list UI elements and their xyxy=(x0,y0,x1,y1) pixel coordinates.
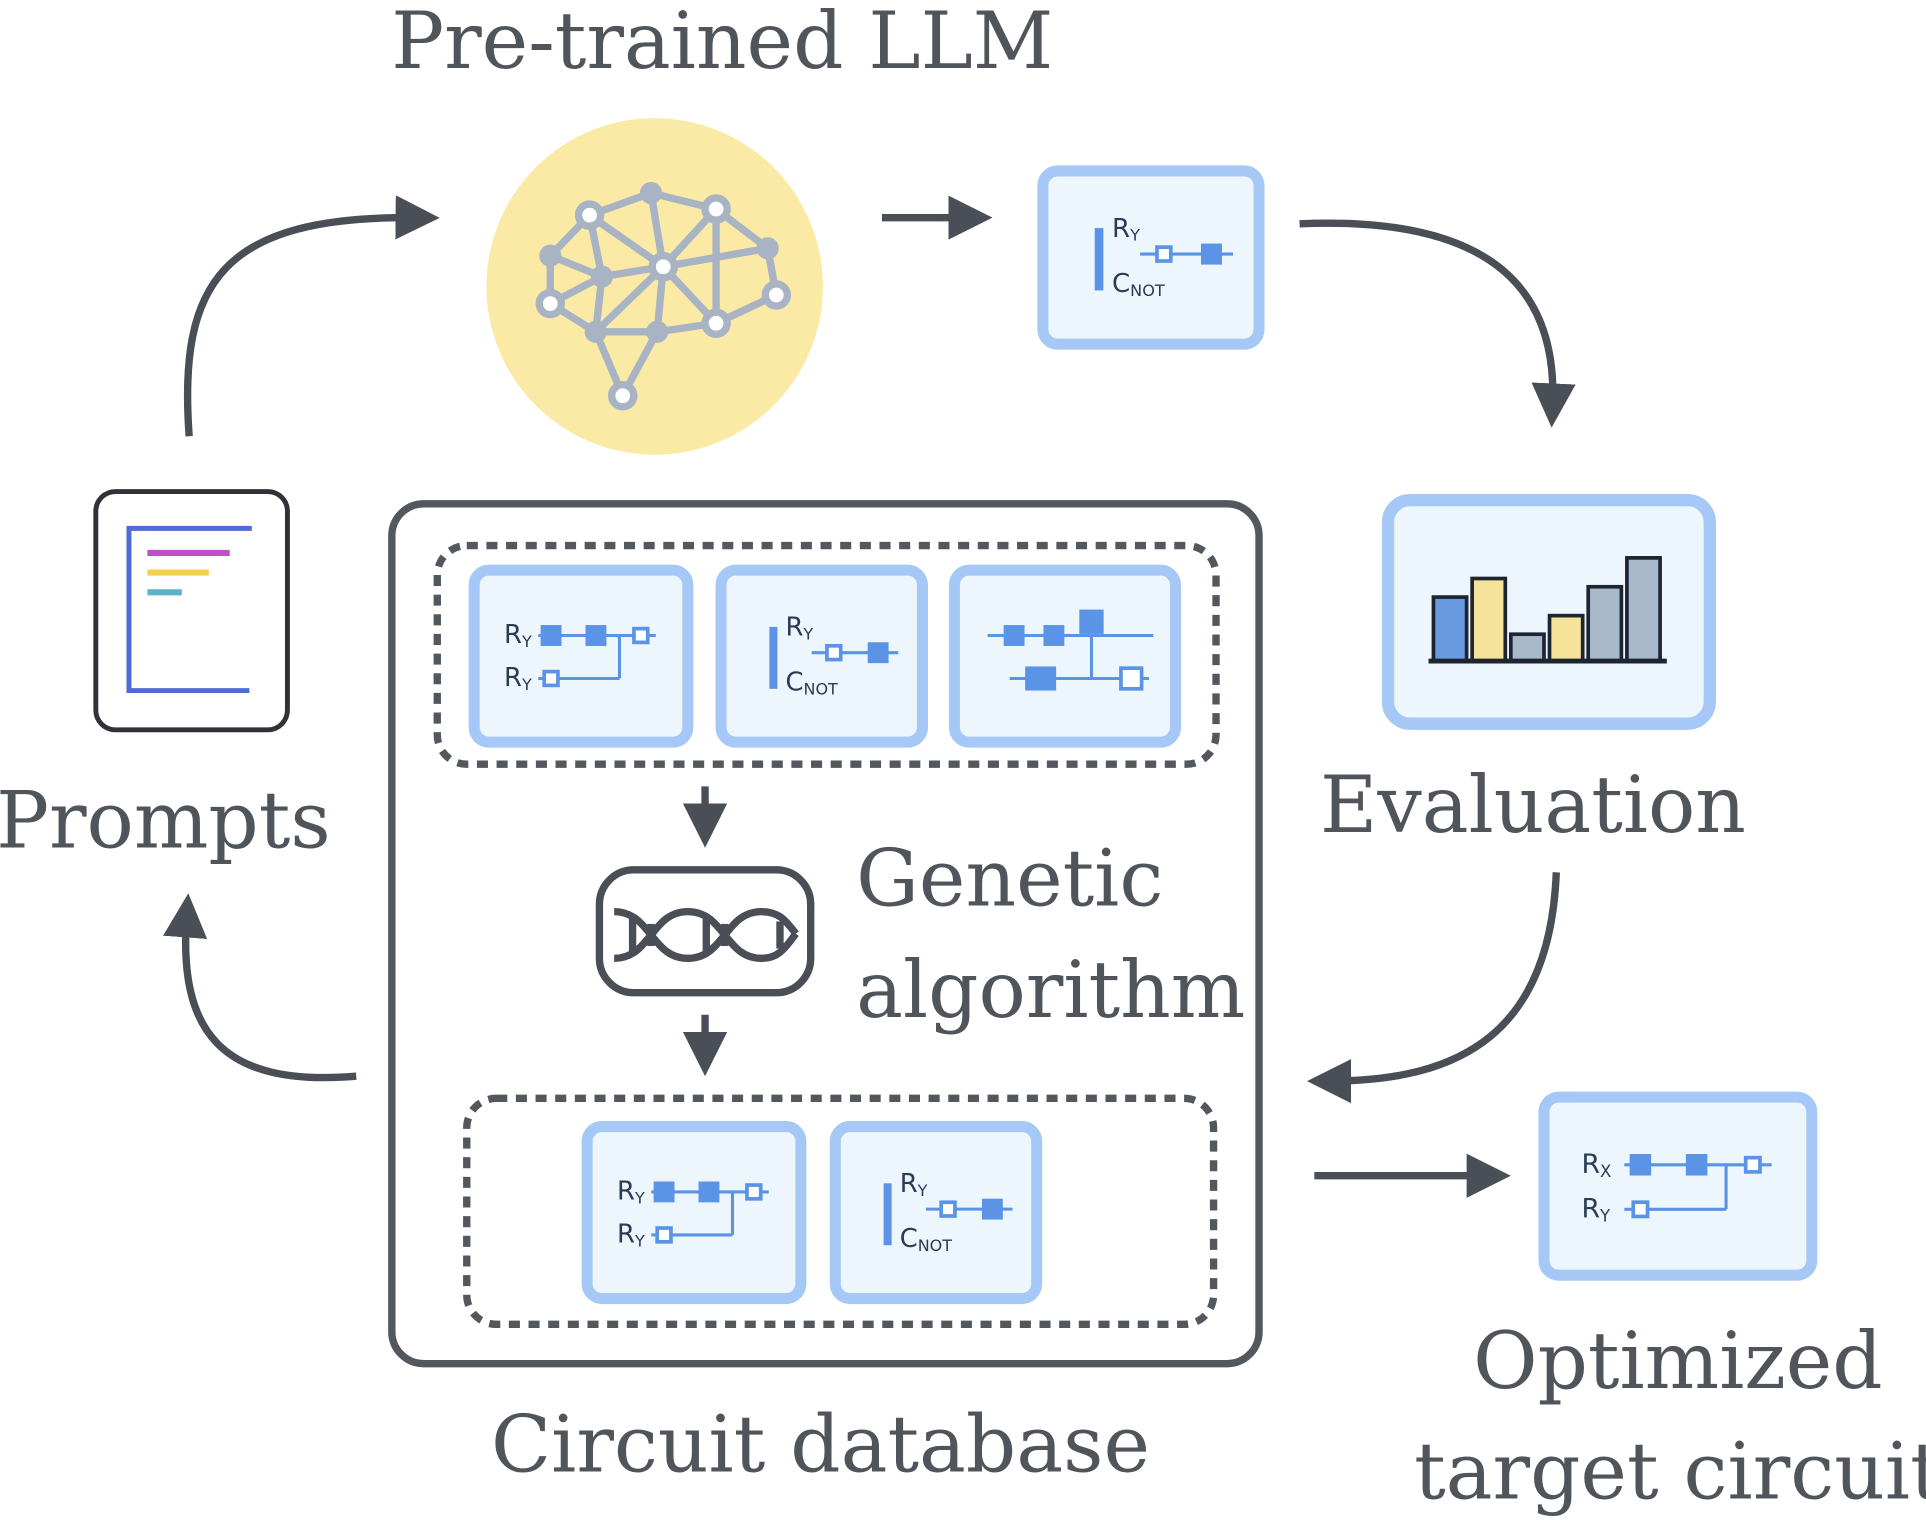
brain-node xyxy=(574,200,605,230)
gate-block xyxy=(698,1181,720,1203)
optimized-label-line2: target circuit xyxy=(1414,1426,1926,1518)
gate-placeholder xyxy=(632,626,650,645)
evaluation-bar xyxy=(1431,595,1469,663)
brain-node xyxy=(701,308,731,339)
gate-block xyxy=(540,625,562,646)
gate-block xyxy=(653,1181,675,1203)
brain-node xyxy=(608,380,638,411)
gate-label: RY xyxy=(617,1220,645,1251)
genetic-label-line2: algorithm xyxy=(856,944,1245,1036)
gate-label: CNOT xyxy=(1112,269,1165,300)
gate-block xyxy=(1043,625,1065,646)
gate-label: RY xyxy=(785,613,813,644)
brain-node xyxy=(701,194,731,224)
arrow-prompts-to-llm xyxy=(183,195,440,437)
gate-block xyxy=(1685,1154,1708,1176)
control-bar xyxy=(883,1183,892,1246)
gate-placeholder xyxy=(745,1183,763,1201)
gate-label: RY xyxy=(617,1177,645,1208)
gate-placeholder xyxy=(1743,1155,1762,1174)
evaluation-bar xyxy=(1625,556,1662,663)
gate-label: RY xyxy=(504,620,532,651)
bar-chart-icon xyxy=(1381,493,1716,730)
arrow-circuit-to-evaluation xyxy=(1299,219,1576,428)
gate-placeholder xyxy=(655,1226,673,1244)
gate-placeholder xyxy=(939,1200,957,1218)
population-circuit-2: RY CNOT xyxy=(715,564,928,748)
gate-block xyxy=(981,1198,1003,1220)
llm-output-circuit: RY CNOT xyxy=(1037,165,1265,350)
selected-group xyxy=(463,1094,1218,1329)
gate-placeholder xyxy=(1631,1200,1650,1219)
brain-node xyxy=(590,265,613,288)
gate-block xyxy=(585,625,607,646)
gate-block xyxy=(1079,609,1104,634)
selected-circuit-2: RY CNOT xyxy=(829,1121,1043,1305)
genetic-label-line1: Genetic xyxy=(856,832,1163,924)
gate-label: RY xyxy=(1581,1193,1611,1225)
brain-node xyxy=(761,280,792,310)
evaluation-bar xyxy=(1470,576,1508,663)
evaluation-bar xyxy=(1547,613,1585,663)
gate-label: RY xyxy=(1112,214,1140,245)
llm-label: Pre-trained LLM xyxy=(391,0,1053,87)
optimized-label-line1: Optimized xyxy=(1473,1315,1882,1407)
document-icon xyxy=(93,489,290,733)
population-group xyxy=(433,541,1220,768)
brain-node xyxy=(535,288,566,319)
gate-label: RX xyxy=(1581,1149,1611,1181)
brain-node xyxy=(648,252,679,282)
arrow-database-to-prompts xyxy=(163,893,357,1082)
dna-icon xyxy=(595,866,815,997)
prompts-label: Prompts xyxy=(0,775,331,867)
gate-placeholder xyxy=(1119,666,1144,691)
gate-block xyxy=(1629,1154,1652,1176)
gate-placeholder xyxy=(1155,245,1173,263)
selected-circuit-1: RY RY xyxy=(581,1121,807,1305)
flow-arrows xyxy=(163,195,1576,1198)
circuit-database-container xyxy=(388,500,1263,1368)
control-bar xyxy=(1094,228,1104,291)
population-circuit-3 xyxy=(948,564,1182,748)
arrow-evaluation-to-database xyxy=(1306,872,1560,1104)
evaluation-bar xyxy=(1508,632,1546,663)
population-circuit-1: RY RY xyxy=(468,564,694,748)
gate-label: CNOT xyxy=(785,668,838,699)
gate-label: RY xyxy=(504,663,532,694)
gate-label: CNOT xyxy=(900,1224,953,1255)
evaluation-label: Evaluation xyxy=(1320,759,1746,851)
brain-node xyxy=(539,244,562,267)
brain-network-icon xyxy=(486,118,823,455)
brain-node xyxy=(584,320,607,343)
gate-block xyxy=(1025,666,1057,691)
database-label: Circuit database xyxy=(491,1399,1150,1491)
gate-label: RY xyxy=(900,1169,928,1200)
brain-node xyxy=(646,320,669,343)
brain-node xyxy=(639,182,663,205)
control-bar xyxy=(769,626,778,689)
evaluation-bar xyxy=(1586,584,1624,663)
gate-placeholder xyxy=(542,669,560,688)
brain-node xyxy=(756,237,779,260)
optimized-circuit: RX RY xyxy=(1538,1091,1818,1281)
gate-block xyxy=(1003,625,1025,646)
gate-block xyxy=(867,642,889,664)
gate-block xyxy=(1200,243,1222,265)
gate-placeholder xyxy=(825,643,843,662)
